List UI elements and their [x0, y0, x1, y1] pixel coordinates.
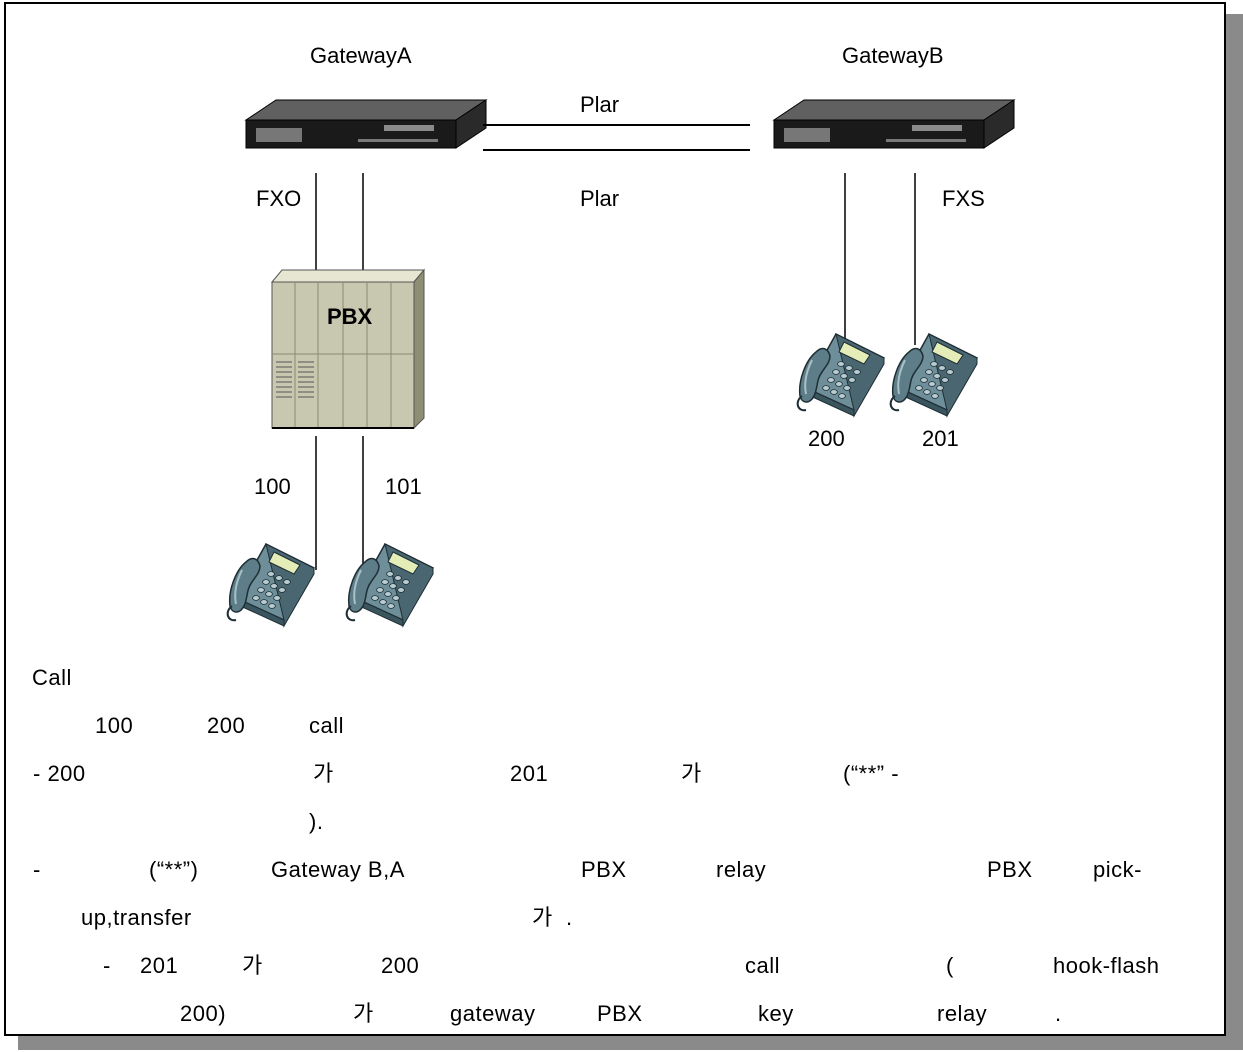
text-line-5-b: (“**”)	[149, 857, 199, 882]
ext-200-label: 200	[808, 426, 845, 451]
text-line-5-d: PBX	[581, 857, 627, 882]
text-line-3-e: (“**” -	[843, 761, 900, 786]
ext-100-label: 100	[254, 474, 291, 499]
text-line-5-a: -	[33, 857, 41, 882]
text-line-8-e: key	[758, 1001, 794, 1026]
text-line-7-b: 201	[140, 953, 179, 978]
text-line-6-b: 가	[532, 905, 553, 930]
text-line-3-b: 가	[313, 761, 334, 786]
text-line-5-g: pick-	[1093, 857, 1142, 882]
text-line-7-e: call	[745, 953, 781, 978]
text-line-7-a: -	[103, 953, 111, 978]
text-line-8-f: relay	[937, 1001, 988, 1026]
gateway-b-device	[773, 99, 1015, 149]
text-line-8-a: 200)	[180, 1001, 227, 1026]
text-line-8-g: .	[1055, 1001, 1062, 1026]
text-line-1: Call	[32, 665, 72, 690]
text-line-5-f: PBX	[987, 857, 1033, 882]
text-line-7-g: hook-flash	[1053, 953, 1160, 978]
phone-200-icon	[796, 333, 885, 417]
text-line-3-c: 201	[510, 761, 549, 786]
text-line-6-c: .	[566, 905, 573, 930]
phone-101-icon	[345, 543, 434, 627]
text-line-3-d: 가	[681, 761, 702, 786]
text-line-2-a: 100	[95, 713, 134, 738]
text-line-7-c: 가	[242, 953, 263, 978]
diagram-frame	[4, 2, 1226, 1036]
text-line-3-a: - 200	[33, 761, 86, 786]
text-line-8-c: gateway	[450, 1001, 536, 1026]
text-line-2-c: call	[309, 713, 345, 738]
text-line-5-c: Gateway B,A	[271, 857, 405, 882]
text-line-4-a: ).	[309, 809, 324, 834]
gateway-a-label: GatewayA	[310, 43, 412, 68]
text-line-7-d: 200	[381, 953, 420, 978]
fxo-label: FXO	[256, 186, 302, 211]
text-line-5-e: relay	[716, 857, 767, 882]
text-line-2-b: 200	[207, 713, 246, 738]
plar-top-label: Plar	[580, 92, 620, 117]
pbx-cabinet	[270, 268, 426, 430]
fxs-label: FXS	[942, 186, 985, 211]
pbx-label: PBX	[327, 304, 373, 329]
ext-101-label: 101	[385, 474, 422, 499]
gateway-a-device	[245, 99, 487, 149]
text-line-7-f: (	[946, 953, 954, 978]
phone-201-icon	[889, 333, 978, 417]
text-line-8-b: 가	[353, 1001, 374, 1026]
ext-201-label: 201	[922, 426, 959, 451]
gateway-b-label: GatewayB	[842, 43, 944, 68]
text-line-6-a: up,transfer	[81, 905, 192, 930]
phone-100-icon	[226, 543, 315, 627]
text-line-8-d: PBX	[597, 1001, 643, 1026]
plar-bottom-label: Plar	[580, 186, 620, 211]
